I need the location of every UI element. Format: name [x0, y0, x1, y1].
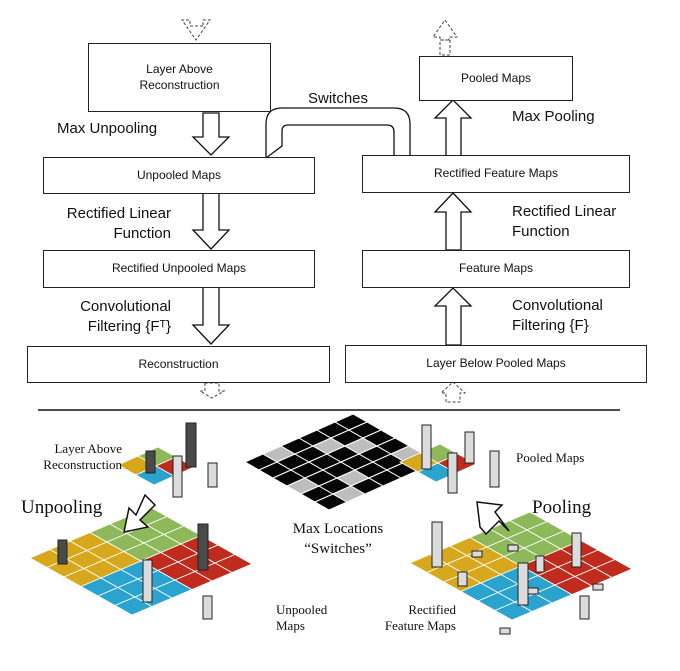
feature-maps-label: Feature Maps [458, 261, 534, 276]
max-locations-line1: Max Locations [292, 521, 384, 537]
arrow-up-max-pooling [433, 99, 473, 158]
arrow-down-relu-left [191, 192, 231, 250]
unpooled-maps-tile [29, 506, 253, 620]
activation-bar [447, 452, 458, 494]
pooling-label: Pooling [532, 497, 592, 518]
pooled-maps-tile [399, 424, 500, 494]
activation-bar [571, 532, 582, 568]
relu-right-line2: Function [512, 223, 570, 241]
activation-bar [142, 559, 153, 603]
activation-bar [489, 450, 500, 488]
activation-bar [579, 595, 590, 620]
layer-above-reconstruction-box: Layer Above Reconstruction [88, 43, 271, 112]
activation-bar [57, 539, 68, 565]
conv-right-label: Convolutional Filtering {F} [512, 296, 603, 337]
activation-bar [464, 431, 475, 464]
rectified-feature-maps-box: Rectified Feature Maps [362, 155, 630, 193]
activation-bar [172, 455, 183, 498]
conv-right-line1: Convolutional [512, 297, 603, 314]
feature-maps-box: Feature Maps [362, 250, 630, 288]
arrow-up-conv-right [433, 287, 473, 346]
switches-label: Switches [308, 90, 369, 107]
activation-bar [202, 595, 213, 620]
max-unpooling-label: Max Unpooling [57, 120, 158, 137]
rectified-feature-maps-label: Rectified Feature Maps [433, 166, 559, 181]
activation-bar [499, 627, 511, 635]
activation-bar [471, 550, 483, 558]
unpooled-maps-small-label: Unpooled Maps [276, 602, 327, 635]
unpooling-arrow [123, 493, 157, 533]
tile-cell [594, 559, 633, 578]
arrow-up-relu-right [433, 192, 473, 251]
conv-left-label: Convolutional Filtering {Fᵀ} [40, 297, 171, 338]
tile-cell [214, 554, 253, 573]
rectified-feature-maps-small-label: Rectified Feature Maps [360, 602, 456, 635]
layer-above-tile [117, 422, 218, 498]
relu-left-label: Rectified Linear Function [40, 204, 171, 245]
layer-above-small-line1: Layer Above [54, 441, 122, 456]
activation-bar [431, 521, 443, 568]
activation-bar [507, 544, 519, 552]
pooled-maps-box: Pooled Maps [419, 56, 573, 101]
relu-left-line1: Rectified Linear [66, 205, 171, 222]
conv-right-line2: Filtering {F} [512, 317, 589, 335]
layer-above-reconstruction-label: Layer Above Reconstruction [139, 61, 220, 92]
reconstruction-label: Reconstruction [138, 356, 219, 371]
activation-bar [197, 523, 209, 571]
dashed-arrow-top-right [432, 19, 458, 56]
dashed-arrow-bottom-left [198, 382, 226, 399]
activation-bar [527, 587, 539, 595]
conv-left-line1: Convolutional [80, 298, 171, 315]
switches-grid [243, 413, 439, 511]
unpooled-maps-label: Unpooled Maps [136, 167, 222, 182]
pooling-arrow [476, 501, 510, 536]
max-locations-label: Max Locations “Switches” [268, 520, 408, 559]
pooled-maps-label: Pooled Maps [460, 70, 532, 85]
unpooled-maps-small-line2: Maps [276, 618, 305, 634]
layer-below-pooled-maps-label: Layer Below Pooled Maps [426, 356, 566, 371]
activation-bar [207, 462, 218, 488]
arrow-down-max-unpooling [191, 112, 231, 156]
activation-bar [592, 583, 604, 591]
relu-right-label: Rectified Linear Function [512, 202, 616, 243]
unpooled-maps-box: Unpooled Maps [43, 157, 315, 194]
max-locations-line2: “Switches” [304, 540, 372, 557]
activation-bar [457, 571, 468, 587]
max-pooling-label: Max Pooling [512, 108, 595, 125]
rectified-unpooled-maps-label: Rectified Unpooled Maps [111, 261, 247, 276]
layer-below-pooled-maps-box: Layer Below Pooled Maps [345, 345, 647, 383]
rectified-small-line2: Feature Maps [384, 618, 456, 634]
activation-bar [145, 450, 156, 474]
switches-connector [265, 107, 411, 160]
conv-left-line2: Filtering {Fᵀ} [87, 318, 171, 336]
dashed-arrow-bottom-right [439, 381, 467, 403]
activation-bar [535, 555, 545, 573]
relu-right-line1: Rectified Linear [512, 203, 617, 220]
activation-bar [185, 422, 197, 468]
relu-left-line2: Function [113, 225, 171, 243]
unpooling-label: Unpooling [21, 497, 103, 518]
unpooled-maps-small-line1: Unpooled [276, 602, 328, 617]
layer-above-small-label: Layer Above Reconstruction [28, 441, 122, 474]
activation-bar [421, 424, 432, 470]
layer-above-small-line2: Reconstruction [43, 457, 122, 473]
dashed-arrow-top-left [181, 19, 211, 41]
activation-bar [517, 562, 529, 606]
arrow-down-conv-left [191, 286, 231, 345]
reconstruction-box: Reconstruction [27, 346, 330, 383]
rectified-feature-maps-tile [409, 511, 633, 635]
pooled-maps-small-label: Pooled Maps [516, 450, 585, 465]
rectified-small-line1: Rectified [408, 602, 456, 617]
rectified-unpooled-maps-box: Rectified Unpooled Maps [43, 250, 315, 288]
